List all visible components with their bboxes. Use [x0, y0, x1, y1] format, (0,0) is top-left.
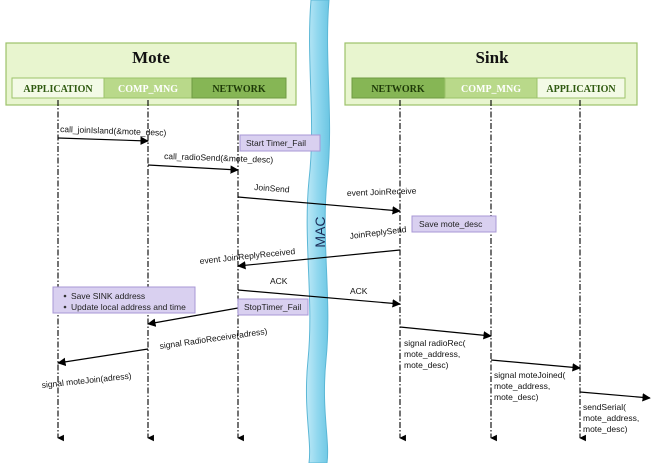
msg-call-radio-send: call_radioSend(&mote_desc) [164, 151, 274, 165]
mote-application-label: APPLICATION [23, 84, 93, 95]
note-stop-timer: StopTimer_Fail [237, 298, 309, 316]
note-save-sink-line2: Update local address and time [71, 302, 186, 312]
arrow-join-reply-send [237, 249, 401, 270]
mote-panel: Mote APPLICATION COMP_MNG NETWORK [5, 42, 297, 106]
sink-application-box [536, 77, 626, 99]
msg-signal-radio-receive: signal RadioReceive(adress) [159, 326, 268, 351]
msg-event-join-reply-received: event JoinReplyReceived [199, 246, 296, 266]
arrow-mote-ack-up [147, 307, 239, 327]
note-start-timer: Start Timer_Fail [239, 134, 321, 152]
note-save-sink: Save SINK address Update local address a… [52, 286, 196, 314]
note-stop-timer-text: StopTimer_Fail [244, 302, 301, 312]
sink-panel: Sink NETWORK COMP_MNG APPLICATION [344, 42, 638, 106]
arrow-call-join-island [57, 136, 149, 145]
note-save-mote-desc: Save mote_desc [411, 215, 497, 233]
sink-application-label: APPLICATION [546, 84, 616, 95]
arrow-signal-radio-rec [399, 326, 492, 340]
msg-signal-mote-joined-3: mote_desc) [494, 392, 539, 402]
mac-channel: MAC [306, 0, 331, 463]
mote-title: Mote [132, 48, 170, 67]
sink-comp-mng-label: COMP_MNG [461, 84, 521, 95]
arrow-signal-mote-joined [490, 359, 581, 372]
arrow-send-serial [579, 391, 651, 402]
mac-label: MAC [312, 216, 328, 247]
note-stop-timer-box [237, 298, 309, 316]
mote-comp-mng-label: COMP_MNG [118, 84, 178, 95]
mac-shape [306, 0, 331, 463]
msg-ack-right: ACK [350, 286, 368, 296]
msg-signal-mote-joined-1: signal moteJoined( [494, 370, 566, 380]
mote-network-box [191, 77, 287, 99]
note-save-sink-line1: Save SINK address [71, 291, 145, 301]
arrow-join-send [237, 196, 401, 215]
msg-call-join-island: call_joinIsland(&mote_desc) [60, 124, 167, 138]
note-start-timer-text: Start Timer_Fail [246, 138, 306, 148]
arrow-call-radio-send [147, 164, 239, 174]
sink-title: Sink [475, 48, 509, 67]
msg-send-serial-2: mote_address, [583, 413, 639, 423]
note-save-sink-box [52, 286, 196, 314]
arrow-signal-mote-join [57, 348, 149, 366]
bullet-icon [63, 305, 67, 309]
msg-send-serial-3: mote_desc) [583, 424, 628, 434]
note-save-mote-desc-box [411, 215, 497, 233]
bullet-icon [63, 294, 67, 298]
msg-signal-radio-rec-1: signal radioRec( [404, 338, 466, 348]
note-save-mote-desc-text: Save mote_desc [419, 219, 483, 229]
msg-join-send: JoinSend [254, 182, 290, 194]
note-start-timer-box [239, 134, 321, 152]
msg-send-serial-1: sendSerial( [583, 402, 626, 412]
msg-ack-left: ACK [270, 276, 288, 286]
sink-network-label: NETWORK [371, 84, 425, 95]
msg-signal-radio-rec-3: mote_desc) [404, 360, 449, 370]
msg-event-join-receive: event JoinReceive [347, 186, 417, 198]
msg-signal-mote-joined-2: mote_address, [494, 381, 550, 391]
arrow-ack [237, 289, 401, 308]
mote-network-label: NETWORK [212, 84, 266, 95]
msg-join-reply-send: JoinReplySend [349, 224, 407, 241]
msg-signal-mote-join: signal moteJoin(adress) [41, 371, 132, 390]
message-arrows [57, 136, 651, 402]
msg-signal-radio-rec-2: mote_address, [404, 349, 460, 359]
